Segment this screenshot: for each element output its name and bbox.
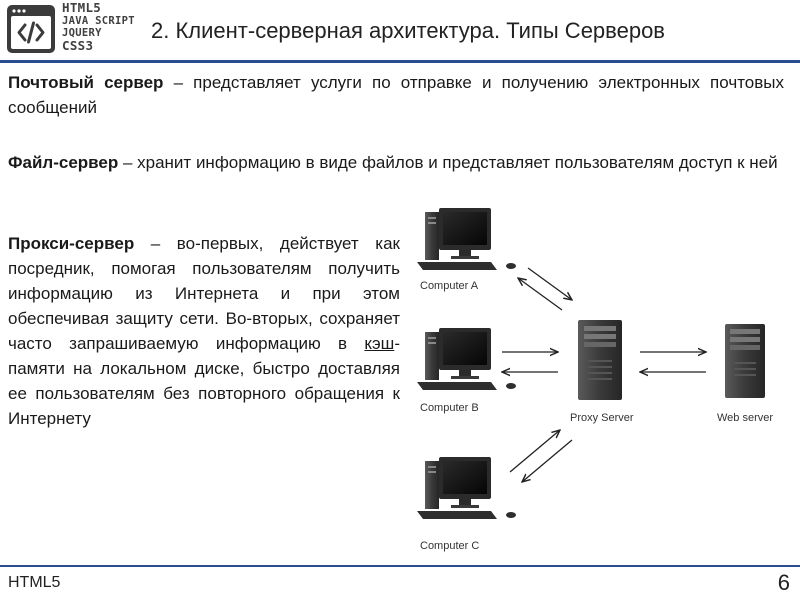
proxy-network-diagram: Computer A Computer B Computer C P bbox=[417, 208, 773, 552]
file-server-text: – хранит информацию в виде файлов и пред… bbox=[118, 153, 778, 172]
footer-label: HTML5 bbox=[8, 574, 61, 591]
cache-link[interactable]: кэш bbox=[364, 334, 395, 353]
proxy-server-text-end: -памяти на локальном диске, быстро доста… bbox=[8, 334, 400, 428]
logo-line: JAVA SCRIPT bbox=[62, 14, 135, 27]
mail-server-paragraph: Почтовый сервер – представляет услуги по… bbox=[8, 70, 784, 120]
proxy-server-paragraph: Прокси-сервер – во-первых, действует как… bbox=[8, 231, 400, 431]
slide-title: 2. Клиент-серверная архитектура. Типы Се… bbox=[151, 18, 665, 43]
proxy-server-label: Proxy Server bbox=[570, 412, 634, 424]
logo-text: HTML5 JAVA SCRIPT JQUERY CSS3 bbox=[62, 0, 135, 53]
file-server-term: Файл-сервер bbox=[8, 153, 119, 172]
computer-b-label: Computer B bbox=[420, 402, 479, 414]
arrow-c-to-proxy bbox=[509, 430, 560, 473]
computer-a-label: Computer A bbox=[420, 280, 479, 292]
logo-line: JQUERY bbox=[62, 27, 102, 39]
computer-c-icon bbox=[417, 457, 516, 519]
proxy-server-term: Прокси-сервер bbox=[8, 234, 135, 253]
arrow-proxy-to-c bbox=[522, 439, 573, 482]
logo-line: CSS3 bbox=[62, 37, 94, 53]
footer-divider bbox=[0, 565, 800, 567]
header-divider bbox=[0, 60, 800, 63]
mail-server-text: – представляет услуги по отправке и полу… bbox=[8, 73, 784, 117]
arrow-a-to-proxy bbox=[527, 267, 572, 300]
proxy-server-text: – во-первых, действует как посредник, по… bbox=[8, 234, 400, 353]
web-server-icon bbox=[725, 324, 765, 398]
logo-line: HTML5 bbox=[62, 0, 102, 15]
mail-server-term: Почтовый сервер bbox=[8, 73, 164, 92]
slide-header: HTML5 JAVA SCRIPT JQUERY CSS3 2. Клиент-… bbox=[0, 0, 800, 60]
proxy-server-icon bbox=[578, 320, 622, 400]
file-server-paragraph: Файл-сервер – хранит информацию в виде ф… bbox=[8, 150, 784, 175]
computer-b-icon bbox=[417, 328, 516, 390]
page-number: 6 bbox=[777, 570, 790, 595]
computer-c-label: Computer C bbox=[420, 540, 479, 552]
computer-a-icon bbox=[417, 208, 516, 270]
web-server-label: Web server bbox=[717, 412, 773, 424]
arrow-proxy-to-a bbox=[518, 278, 563, 311]
code-brackets-icon bbox=[7, 5, 55, 53]
